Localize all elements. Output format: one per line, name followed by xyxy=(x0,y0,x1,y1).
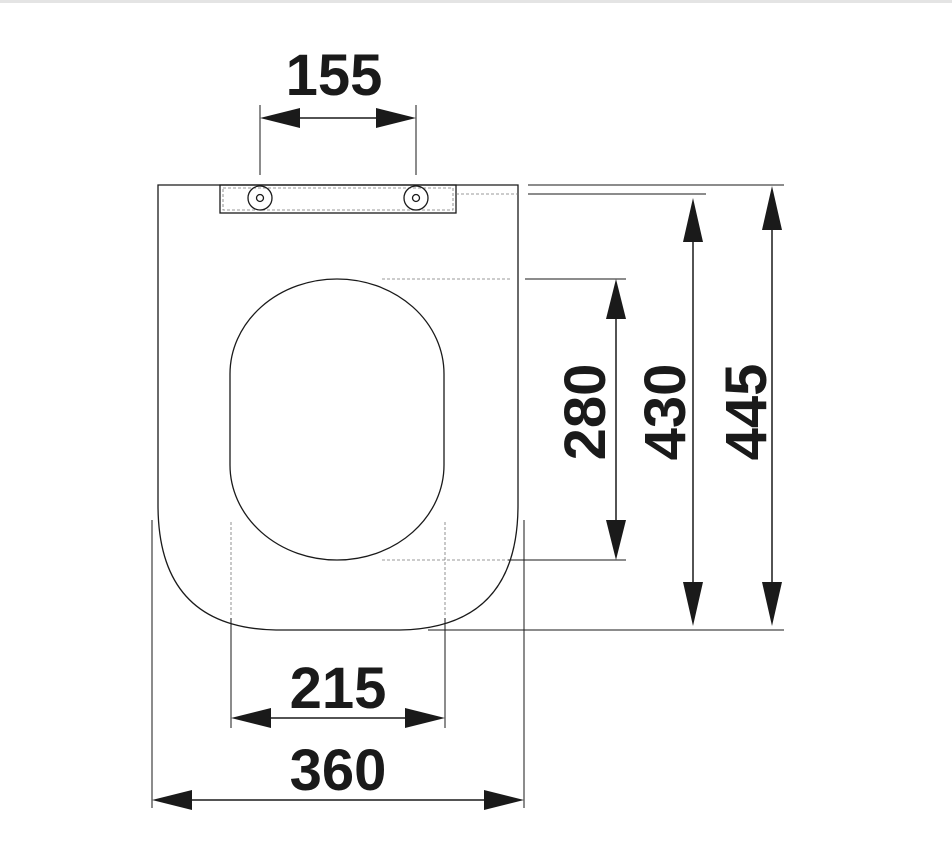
inner-length-label: 280 xyxy=(553,364,618,461)
dimension-inner-length xyxy=(508,278,626,561)
seat-outline xyxy=(157,184,519,631)
outer-width-label: 360 xyxy=(290,738,387,803)
inner-width-label: 215 xyxy=(290,656,387,721)
seat-length-label: 430 xyxy=(633,364,698,461)
dimension-seat-length xyxy=(528,193,706,626)
dimension-outer-width xyxy=(151,520,525,810)
dimension-hinge-spacing xyxy=(259,105,417,175)
seat-opening xyxy=(229,278,445,561)
hinge-right xyxy=(403,185,429,211)
overall-length-label: 445 xyxy=(714,364,779,461)
top-border xyxy=(0,0,952,3)
hinge-plate xyxy=(219,184,520,214)
dimension-inner-width xyxy=(230,618,446,728)
hinge-left xyxy=(247,185,273,211)
dimension-overall-length xyxy=(428,184,784,631)
hinge-spacing-label: 155 xyxy=(286,43,383,108)
